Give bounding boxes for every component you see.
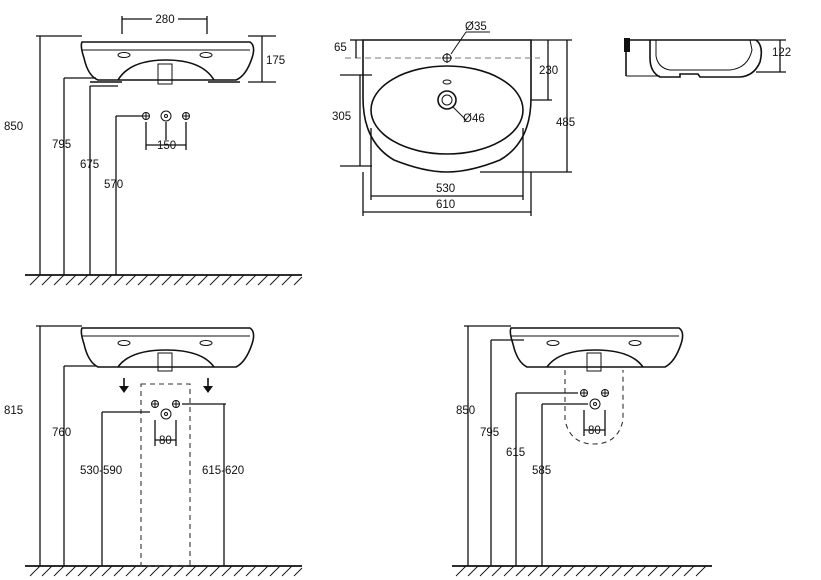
waste-outlet: [157, 352, 173, 372]
dim-basin-height: 175: [266, 55, 285, 67]
pedestal-outline: [140, 383, 191, 567]
floor-line: [25, 565, 303, 577]
wall-hung-front-view: 280 175 850 795 675 570 150: [4, 14, 303, 286]
semi-pedestal-view: 80 850 795 615 585: [452, 325, 712, 577]
waste-outlet: [157, 63, 173, 85]
dim-rim-height: 850: [456, 405, 475, 417]
floor-line: [452, 565, 712, 577]
dim-section-depth: 122: [772, 47, 791, 59]
dim-supply-spacing: 80: [588, 425, 601, 437]
dim-waste-height: 675: [80, 159, 99, 171]
semi-pedestal-outline: [564, 370, 624, 445]
dim-rim-height: 815: [4, 405, 23, 417]
dim-supply-height: 615: [506, 447, 525, 459]
section-view: 122: [624, 38, 791, 78]
dim-hole-spacing: 280: [155, 14, 174, 26]
arrow-down-icon: [203, 378, 213, 393]
plan-bowl: [370, 65, 524, 155]
dim-bowl-depth: 305: [332, 111, 351, 123]
basin-outline: [80, 41, 255, 81]
plan-view: Ø35 Ø46 65 305 230 485 530 610: [332, 21, 575, 216]
arrow-down-icon: [119, 378, 129, 393]
tap-hole-left: [117, 52, 131, 58]
dim-tap-depth: 230: [539, 65, 558, 77]
dim-supply-spacing: 150: [157, 140, 176, 152]
basin-outline: [509, 327, 684, 368]
wall-bracket: [624, 38, 630, 52]
dim-waste-height: 530-590: [80, 465, 122, 477]
dim-rim-height: 850: [4, 121, 23, 133]
dim-top-height: 760: [52, 427, 71, 439]
dim-bowl-width: 530: [436, 183, 455, 195]
tap-hole-right: [199, 52, 213, 58]
waste-hole-plan: [437, 90, 457, 110]
dim-supply-spacing: 80: [159, 435, 172, 447]
supply-points: [151, 400, 180, 420]
dim-back-to-tap: 65: [334, 42, 347, 54]
dim-waste-hole-dia: Ø46: [463, 113, 485, 125]
supply-points: [142, 110, 190, 122]
dim-overall-depth: 485: [556, 117, 575, 129]
dim-tap-hole-dia: Ø35: [465, 21, 487, 33]
dim-top-height: 795: [480, 427, 499, 439]
basin-outline: [80, 327, 255, 368]
dim-supply-height: 615-620: [202, 465, 244, 477]
section-profile: [649, 39, 763, 78]
dim-overall-width: 610: [436, 199, 455, 211]
supply-points: [580, 389, 609, 410]
dim-supply-height: 570: [104, 179, 123, 191]
basin-bowl-opening: [117, 59, 215, 81]
waste-outlet: [586, 352, 602, 372]
floor-line: [25, 274, 303, 286]
dim-waste-height: 585: [532, 465, 551, 477]
dim-top-height: 795: [52, 139, 71, 151]
pedestal-view: 80 815 760 530-590 615-620: [4, 325, 303, 577]
